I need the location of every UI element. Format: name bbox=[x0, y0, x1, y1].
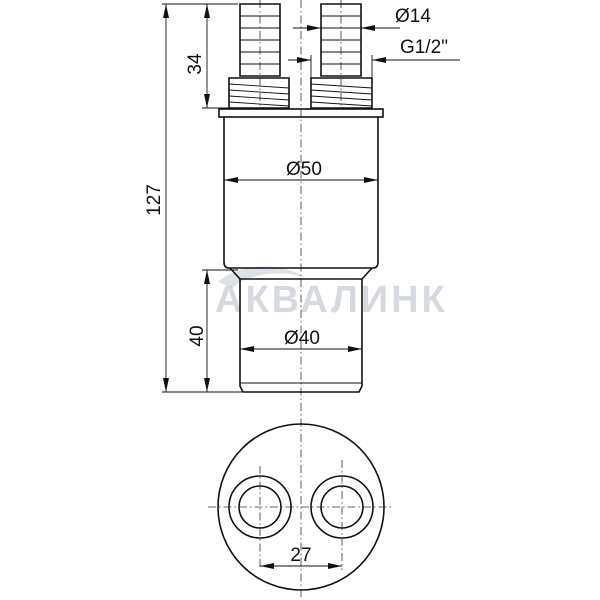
watermark-wave-icon bbox=[218, 266, 305, 288]
dim-34-label: 34 bbox=[185, 53, 206, 75]
taper bbox=[229, 267, 373, 280]
right-hose-barb bbox=[320, 3, 362, 77]
flange bbox=[218, 108, 384, 118]
left-thread bbox=[228, 77, 290, 109]
dim-thread-label: G1/2" bbox=[400, 37, 448, 58]
body bbox=[223, 117, 379, 269]
left-hose-barb bbox=[239, 3, 281, 77]
watermark: АКВАЛИНК bbox=[215, 266, 448, 321]
watermark-text: АКВАЛИНК bbox=[215, 279, 448, 321]
dim-127-label: 127 bbox=[144, 184, 165, 216]
dim-50-label: Ø50 bbox=[286, 159, 322, 180]
dim-40-diameter-label: Ø40 bbox=[284, 328, 320, 349]
right-thread bbox=[310, 77, 373, 109]
dim-27-label: 27 bbox=[290, 545, 311, 566]
dim-40-label: 40 bbox=[187, 325, 208, 346]
dim-14-label: Ø14 bbox=[395, 6, 431, 27]
top-view bbox=[208, 423, 394, 591]
outlet-pipe bbox=[239, 279, 363, 393]
